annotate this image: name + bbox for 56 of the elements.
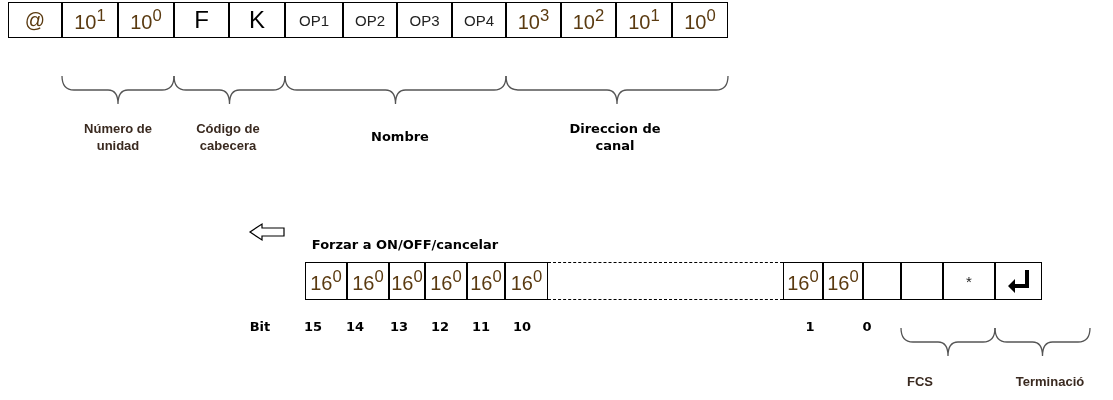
field-value: 10$^{2}$	[572, 6, 605, 34]
field-cell	[285, 2, 343, 38]
field-value: OP3	[409, 11, 440, 29]
field-value: *	[966, 272, 972, 290]
field-value: 10$^{0}$	[130, 6, 162, 34]
gap-cell	[548, 262, 783, 300]
bit-number: 1	[804, 318, 816, 335]
field-cell	[943, 262, 995, 300]
field-value: 16$^{0}$	[391, 267, 423, 295]
field-group-label: Direccion de canal	[568, 120, 662, 154]
field-value: 16$^{0}$	[510, 267, 543, 295]
field-value: K	[249, 6, 265, 34]
field-value: 16$^{0}$	[352, 267, 384, 295]
row-label: Bit	[248, 318, 272, 335]
field-value: 16$^{0}$	[430, 267, 462, 295]
field-cell	[561, 2, 616, 38]
bit-number: 11	[470, 318, 492, 335]
field-cell	[229, 2, 285, 38]
field-value: 16$^{0}$	[787, 267, 819, 295]
bit-number: 14	[344, 318, 366, 335]
field-cell	[397, 2, 452, 38]
field-cell	[8, 2, 62, 38]
bit-number: 15	[302, 318, 324, 335]
field-cell	[506, 2, 561, 38]
field-value: OP2	[355, 11, 385, 29]
cell-box	[901, 262, 943, 300]
field-group-label: Terminació	[1014, 373, 1086, 390]
field-cell	[452, 2, 506, 38]
field-value: 10$^{1}$	[628, 6, 660, 34]
field-cell	[174, 2, 229, 38]
field-cell	[62, 2, 118, 38]
bit-number: 0	[861, 318, 873, 335]
bit-number: 12	[429, 318, 451, 335]
bit-number: 13	[388, 318, 410, 335]
field-group-label: Código de cabecera	[195, 120, 261, 154]
section-title: Forzar a ON/OFF/cancelar	[310, 236, 500, 253]
field-value: F	[194, 6, 209, 34]
field-value: OP1	[299, 11, 329, 29]
field-value: 10$^{0}$	[684, 6, 716, 34]
field-group-label: Nombre	[370, 128, 430, 145]
field-value: 16$^{0}$	[470, 267, 502, 295]
cell-box	[863, 262, 901, 300]
cell-box	[995, 262, 1042, 300]
field-cell	[118, 2, 174, 38]
field-value: 10$^{3}$	[517, 6, 550, 34]
field-cell	[343, 2, 397, 38]
field-value: 10$^{1}$	[74, 6, 106, 34]
field-value: OP4	[464, 11, 494, 29]
field-group-label: Número de unidad	[83, 120, 153, 154]
field-value: 16$^{0}$	[827, 267, 859, 295]
field-cell	[616, 2, 672, 38]
field-group-label: FCS	[906, 373, 934, 390]
field-cell	[672, 2, 728, 38]
field-value: 16$^{0}$	[310, 267, 342, 295]
field-value: @	[24, 8, 46, 32]
bit-number: 10	[511, 318, 533, 335]
